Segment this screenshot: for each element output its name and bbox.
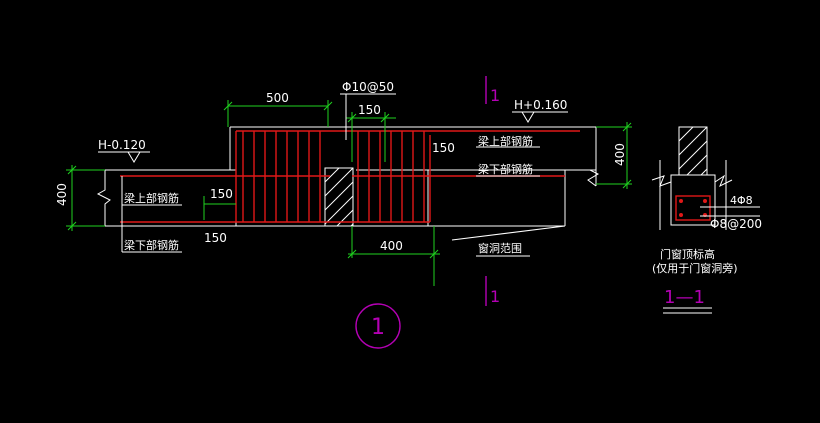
section-cut-marks [355,76,487,349]
beam-outline [96,126,600,241]
rebar-callout: Φ10@50 [342,80,394,94]
rebar-stirrups [242,131,425,222]
dim-bottom-150: 150 [204,231,227,245]
dim-top-500: 500 [266,91,289,105]
wall-hatch [324,167,354,227]
elevation-text: Φ10@50 500 150 150 150 150 400 400 400 H… [55,80,627,340]
detail-number: 1 [371,315,385,340]
dim-inner-150: 150 [210,187,233,201]
elevation-right: H+0.160 [514,98,567,112]
label-lower-right: 梁下部钢筋 [478,162,533,176]
section-note-1: 门窗顶标高 [660,247,715,261]
dim-left-400: 400 [55,183,69,206]
leader-lines [98,93,568,257]
dim-top-150: 150 [358,103,381,117]
label-lower-left: 梁下部钢筋 [124,238,179,252]
section-1-1 [651,126,760,314]
elevation-left: H-0.120 [98,138,146,152]
dim-right-400: 400 [613,143,627,166]
dim-bottom-400: 400 [380,239,403,253]
dim-right-150: 150 [432,141,455,155]
section-main-bars: 4Φ8 [730,194,753,207]
dimension-lines [66,100,632,286]
section-mark-bottom: 1 [490,287,500,306]
section-mark-top: 1 [490,86,500,105]
section-stirrups: Φ8@200 [710,217,762,231]
label-upper-right: 梁上部钢筋 [478,134,533,148]
label-opening: 窗洞范围 [478,241,522,255]
section-note-2: (仅用于门窗洞旁) [652,261,738,275]
section-text: 4Φ8 Φ8@200 门窗顶标高 (仅用于门窗洞旁) 1—1 [652,194,762,308]
section-title: 1—1 [664,287,705,308]
label-upper-left: 梁上部钢筋 [124,191,179,205]
detail-number-circle [355,303,401,349]
